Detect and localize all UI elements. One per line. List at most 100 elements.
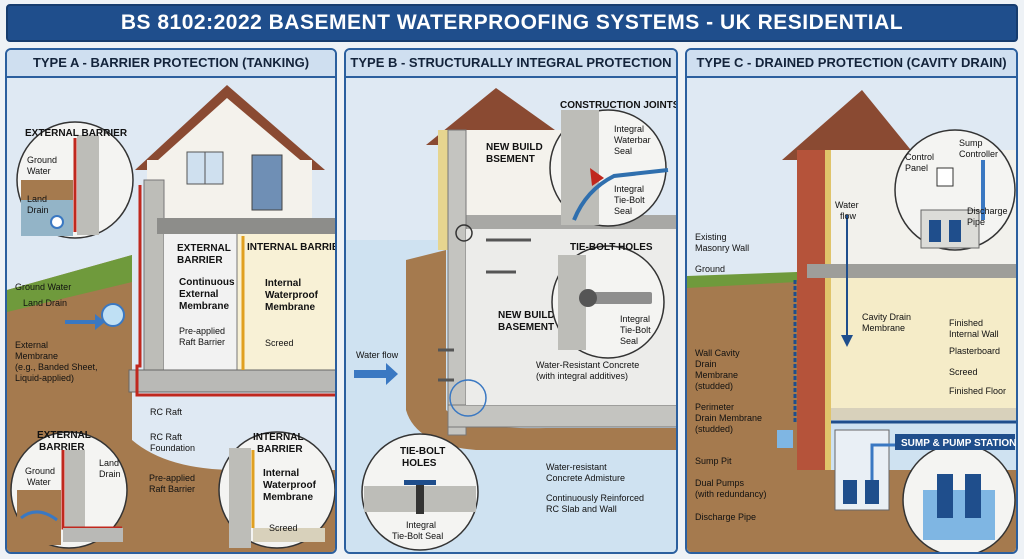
panel-type-c: TYPE C - DRAINED PROTECTION (CAVITY DRAI… <box>685 48 1018 554</box>
wall-cavity-1: Wall Cavity <box>695 348 740 358</box>
ext-membrane-2: Membrane <box>15 351 58 361</box>
existing-masonry-2: Masonry Wall <box>695 243 749 253</box>
nb-basement-1: NEW BUILD <box>498 310 555 321</box>
external-heading-1: EXTERNAL <box>177 243 231 254</box>
tbh-title: TIE-BOLT HOLES <box>570 242 653 253</box>
continuous-membrane-1: Continuous <box>179 277 235 288</box>
wall-cavity-4: (studded) <box>695 381 733 391</box>
title-banner: BS 8102:2022 BASEMENT WATERPROOFING SYST… <box>6 4 1018 42</box>
admix-1: Water-resistant <box>546 462 607 472</box>
discharge-top-1: Discharge <box>967 206 1008 216</box>
inset-top-ld-1: Land <box>27 194 47 204</box>
masonry-wall <box>797 150 825 470</box>
perimeter-2: Drain Membrane <box>695 413 762 423</box>
finished-wall-2: Internal Wall <box>949 329 999 339</box>
rc-raft-label: RC Raft <box>150 407 183 417</box>
cj-tie-3: Seal <box>614 206 632 216</box>
admix-2: Concrete Admisture <box>546 473 625 483</box>
nb-bsement-1: NEW BUILD <box>486 142 543 153</box>
inset-br-mem-2: Waterproof <box>263 480 317 491</box>
panel-c-illustration: Water flow Existing Masonry Wall Ground … <box>687 90 1016 552</box>
finished-wall-1: Finished <box>949 318 983 328</box>
cavity-drain-2: Membrane <box>862 323 905 333</box>
perimeter-3: (studded) <box>695 424 733 434</box>
internal-membrane-1: Internal <box>265 278 301 289</box>
existing-masonry-1: Existing <box>695 232 727 242</box>
inset-bl-ld-2: Drain <box>99 469 121 479</box>
reinforced-2: RC Slab and Wall <box>546 504 617 514</box>
cj-waterbar-1: Integral <box>614 124 644 134</box>
ground-water-a: Ground Water <box>15 282 71 292</box>
cj-title: CONSTRUCTION JOINTS <box>560 100 678 111</box>
cj-tie-1: Integral <box>614 184 644 194</box>
rc-raft-foundation-1: RC Raft <box>150 432 183 442</box>
finished-floor: Finished Floor <box>949 386 1006 396</box>
page-title: BS 8102:2022 BASEMENT WATERPROOFING SYST… <box>120 11 904 34</box>
cavity-drain-1: Cavity Drain <box>862 312 911 322</box>
ground-slab-a <box>157 218 335 234</box>
inset-b-title-2: HOLES <box>402 458 437 469</box>
inset-bl-title-1: EXTERNAL <box>37 430 91 441</box>
inset-br-title-2: BARRIER <box>257 444 303 455</box>
inset-top-title: EXTERNAL BARRIER <box>25 128 128 139</box>
ext-membrane-4: Liquid-applied) <box>15 373 74 383</box>
cj-tie-2: Tie-Bolt <box>614 195 645 205</box>
inset-top-gw-1: Ground <box>27 155 57 165</box>
ext-membrane-1: External <box>15 340 48 350</box>
tbh-seal-1: Integral <box>620 314 650 324</box>
rc-raft <box>128 369 335 393</box>
internal-room-c <box>831 278 1016 408</box>
sump-controller-1: Sump <box>959 138 983 148</box>
door-a <box>251 154 283 211</box>
continuous-membrane-2: External <box>179 289 219 300</box>
sump-pit-label: Sump Pit <box>695 456 732 466</box>
pre-applied-1: Pre-applied <box>179 326 225 336</box>
panel-c-heading: TYPE C - DRAINED PROTECTION (CAVITY DRAI… <box>687 50 1016 78</box>
roof-c <box>782 90 919 160</box>
cj-waterbar-2: Waterbar <box>614 135 651 145</box>
reinforced-1: Continuously Reinforced <box>546 493 644 503</box>
inset-bl-ld-1: Land <box>99 458 119 468</box>
grass-a <box>7 255 132 312</box>
panel-a-heading: TYPE A - BARRIER PROTECTION (TANKING) <box>7 50 335 78</box>
inset-bl-pre-1: Pre-applied <box>149 473 195 483</box>
water-arrow-a <box>65 314 105 330</box>
tbh-seal-2: Tie-Bolt <box>620 325 651 335</box>
plasterboard: Plasterboard <box>949 346 1000 356</box>
panel-a-illustration: EXTERNAL BARRIER INTERNAL BARRIER Contin… <box>7 85 335 552</box>
land-drain-pipe <box>101 303 125 327</box>
panel-type-a: TYPE A - BARRIER PROTECTION (TANKING) <box>5 48 337 554</box>
discharge-top-2: Pipe <box>967 217 985 227</box>
water-flow-c-2: flow <box>840 211 857 221</box>
inset-b-title-1: TIE-BOLT <box>400 446 445 457</box>
inset-br-mem-1: Internal <box>263 468 299 479</box>
tbh-seal-3: Seal <box>620 336 638 346</box>
rc-raft-foundation-2: Foundation <box>150 443 195 453</box>
external-heading-2: BARRIER <box>177 255 223 266</box>
discharge-pipe-c: Discharge Pipe <box>695 512 756 522</box>
control-panel-1: Control <box>905 152 934 162</box>
control-panel-2: Panel <box>905 163 928 173</box>
inset-top-ld-2: Drain <box>27 205 49 215</box>
internal-zone <box>237 234 335 374</box>
pre-applied-2: Raft Barrier <box>179 337 225 347</box>
panel-b-heading: TYPE B - STRUCTURALLY INTEGRAL PROTECTIO… <box>346 50 676 78</box>
inset-bl-gw-2: Water <box>27 477 51 487</box>
wrc-2: (with integral additives) <box>536 371 628 381</box>
inset-br-mem-3: Membrane <box>263 492 313 503</box>
soil-b <box>406 250 676 450</box>
house-wall-a <box>147 160 312 220</box>
floor-slab-c <box>807 264 1016 278</box>
land-drain-a: Land Drain <box>23 298 67 308</box>
external-zone <box>164 234 237 374</box>
continuous-membrane-3: Membrane <box>179 301 229 312</box>
dual-pumps-2: (with redundancy) <box>695 489 767 499</box>
inset-br-screed: Screed <box>269 523 298 533</box>
internal-membrane-3: Membrane <box>265 302 315 313</box>
wall-b <box>447 129 467 436</box>
inset-bl-gw-1: Ground <box>25 466 55 476</box>
screed-c: Screed <box>949 367 978 377</box>
water-arrow-b <box>354 363 398 385</box>
wrc-1: Water-Resistant Concrete <box>536 360 639 370</box>
